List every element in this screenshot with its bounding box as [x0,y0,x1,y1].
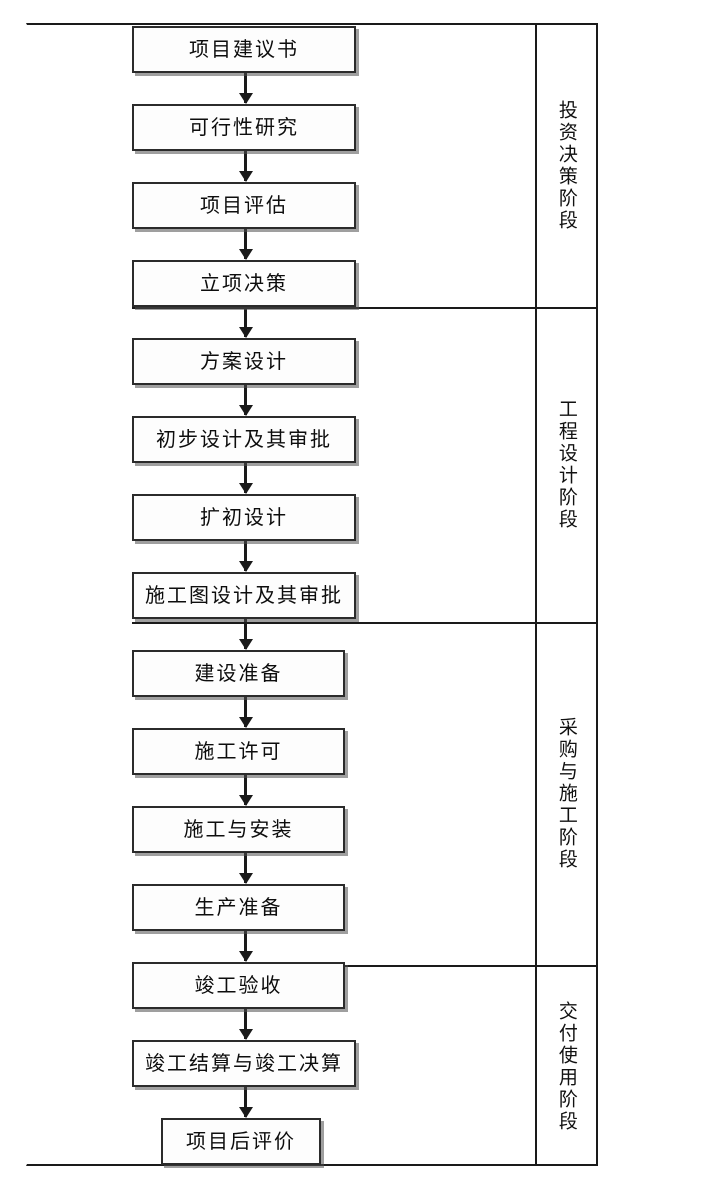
node-label: 生产准备 [194,896,283,919]
process-node-final-settlement-and-final-accounts[interactable]: 竣工结算与竣工决算 [132,1040,356,1087]
node-label: 施工图设计及其审批 [145,584,343,607]
phase-label-text: 工程设计阶段 [555,398,577,531]
arrow-n10-n11 [244,775,247,805]
arrow-n9-n10 [244,697,247,727]
phase-divider-3 [132,965,598,967]
node-label: 竣工结算与竣工决算 [145,1052,343,1075]
arrow-n6-n7 [244,463,247,493]
arrow-n14-n15 [244,1087,247,1117]
phase-label-text: 交付使用阶段 [555,1000,577,1133]
process-node-post-project-evaluation[interactable]: 项目后评价 [161,1118,321,1165]
arrow-n13-n14 [244,1009,247,1039]
arrow-n2-n3 [244,151,247,181]
node-label: 项目建议书 [189,38,299,61]
node-label: 扩初设计 [200,506,288,529]
phase-label-procurement-construction: 采购与施工阶段 [535,622,597,965]
node-label: 建设准备 [194,662,283,685]
node-label: 可行性研究 [189,116,299,139]
arrow-n7-n8 [244,541,247,571]
node-label: 立项决策 [200,272,288,295]
process-node-preliminary-design-approval[interactable]: 初步设计及其审批 [132,416,356,463]
node-label: 初步设计及其审批 [156,428,332,451]
arrow-n1-n2 [244,73,247,103]
process-node-scheme-design[interactable]: 方案设计 [132,338,356,385]
process-node-construction-preparation[interactable]: 建设准备 [132,650,345,697]
phase-label-engineering-design: 工程设计阶段 [535,307,597,622]
process-node-feasibility-study[interactable]: 可行性研究 [132,104,356,151]
node-label: 竣工验收 [194,974,283,997]
process-node-project-initiation-decision[interactable]: 立项决策 [132,260,356,307]
node-label: 施工与安装 [183,818,294,841]
process-node-project-appraisal[interactable]: 项目评估 [132,182,356,229]
flowchart-frame: 投资决策阶段 工程设计阶段 采购与施工阶段 交付使用阶段 项目建议书 可行性研究… [26,23,598,1166]
arrow-n4-n5 [244,307,247,337]
phase-divider-2 [132,622,598,624]
process-node-completion-acceptance[interactable]: 竣工验收 [132,962,345,1009]
process-node-production-preparation[interactable]: 生产准备 [132,884,345,931]
process-node-construction-and-installation[interactable]: 施工与安装 [132,806,345,853]
arrow-n3-n4 [244,229,247,259]
process-node-construction-drawing-design-approval[interactable]: 施工图设计及其审批 [132,572,356,619]
node-label: 项目评估 [200,194,288,217]
process-node-extended-preliminary-design[interactable]: 扩初设计 [132,494,356,541]
node-label: 施工许可 [194,740,283,763]
phase-label-investment-decision: 投资决策阶段 [535,25,597,307]
arrow-n5-n6 [244,385,247,415]
process-node-construction-permit[interactable]: 施工许可 [132,728,345,775]
arrow-n8-n9 [244,619,247,649]
phase-column-divider [535,25,537,1164]
phase-label-text: 采购与施工阶段 [555,716,577,871]
phase-label-text: 投资决策阶段 [555,100,577,232]
node-label: 方案设计 [200,350,288,373]
arrow-n11-n12 [244,853,247,883]
node-label: 项目后评价 [186,1130,296,1153]
phase-label-delivery-use: 交付使用阶段 [535,965,597,1168]
process-node-project-proposal[interactable]: 项目建议书 [132,26,356,73]
phase-divider-1 [132,307,598,309]
arrow-n12-n13 [244,931,247,961]
